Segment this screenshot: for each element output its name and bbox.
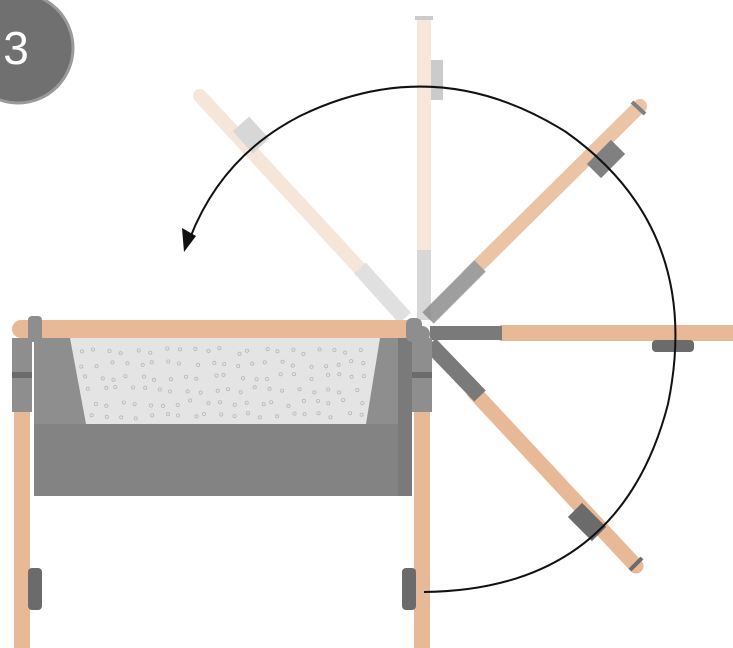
bassinet [12, 316, 432, 648]
mesh-panel [70, 338, 380, 424]
right-foot-clip [402, 568, 416, 610]
bar-position-upper-right [422, 99, 647, 324]
right-leg [414, 410, 430, 648]
top-rail [12, 320, 420, 338]
bar-position-lower-right [424, 338, 644, 574]
pivot-hub [414, 326, 430, 342]
bar-position-horizontal [430, 325, 733, 352]
bar-position-upper-left [193, 89, 411, 324]
step-badge: 3 [0, 0, 75, 105]
bar-position-vertical [415, 16, 443, 320]
rotation-arrow-icon [182, 85, 677, 593]
left-foot-clip [28, 568, 42, 610]
step-number: 3 [3, 22, 29, 74]
rotation-positions [193, 16, 733, 574]
mesh-dots [79, 346, 366, 421]
left-leg [14, 410, 30, 648]
